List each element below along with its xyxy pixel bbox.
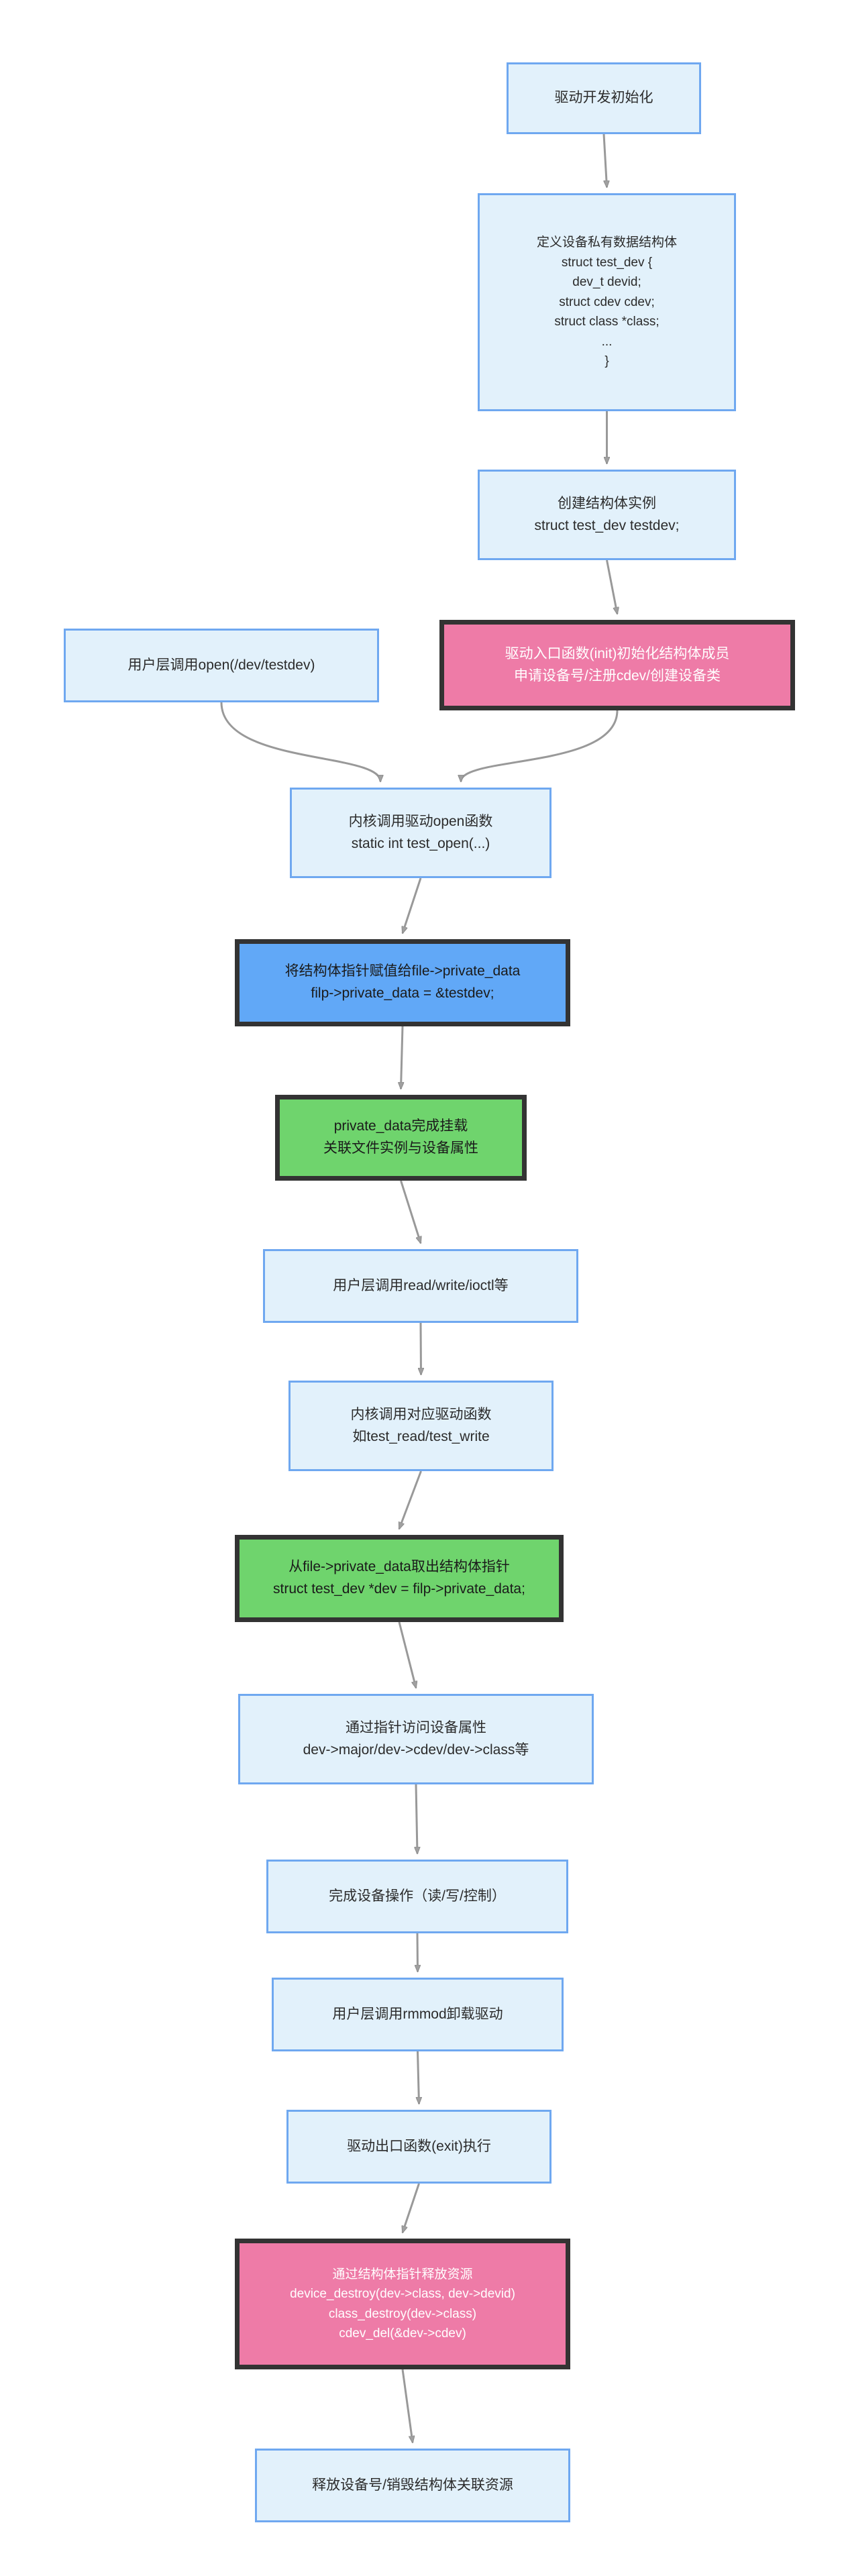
flow-node-n9[interactable]: 用户层调用read/write/ioctl等 — [263, 1249, 578, 1323]
flow-node-n7[interactable]: 将结构体指针赋值给file->private_data filp->private… — [235, 939, 570, 1026]
flow-node-n2[interactable]: 定义设备私有数据结构体 struct test_dev { dev_t devid;… — [478, 193, 736, 411]
flow-edge-n6-to-n7 — [403, 877, 422, 933]
flow-edge-n10-to-n11 — [398, 1470, 422, 1529]
flow-edge-n4-to-n6 — [220, 702, 380, 782]
flow-node-n6-line-1: static int test_open(...) — [351, 835, 490, 851]
flow-node-n14-line-0: 用户层调用rmmod卸载驱动 — [332, 2006, 503, 2022]
flow-edge-n12-to-n13 — [416, 1784, 417, 1854]
flow-edge-n7-to-n8 — [401, 1026, 403, 1089]
flow-edge-n13-to-n14 — [417, 1933, 418, 1972]
flow-node-n16-line-3: cdev_del(&dev->cdev) — [339, 2326, 466, 2341]
flow-node-n2-line-4: struct class *class; — [554, 315, 660, 329]
flow-node-n2-line-1: struct test_dev { — [561, 255, 653, 270]
flow-node-n10[interactable]: 内核调用对应驱动函数如test_read/test_write — [288, 1381, 554, 1471]
flow-node-n8-line-0: private_data完成挂载 — [333, 1118, 468, 1134]
flow-node-n15-line-0: 驱动出口函数(exit)执行 — [347, 2138, 491, 2154]
flow-node-n2-line-5: ... — [601, 334, 613, 349]
flow-node-n4-line-0: 用户层调用open(/dev/testdev) — [127, 657, 315, 673]
flow-node-n16-line-1: device_destroy(dev->class, dev->devid) — [290, 2287, 515, 2302]
flow-node-n17[interactable]: 释放设备号/销毁结构体关联资源 — [255, 2449, 570, 2522]
flow-node-n2-line-2: dev_t devid; — [572, 275, 641, 290]
flow-edge-n11-to-n12 — [398, 1621, 416, 1688]
flow-node-n13-line-0: 完成设备操作（读/写/控制） — [329, 1888, 506, 1904]
flow-edge-n16-to-n17 — [401, 2369, 413, 2443]
flow-node-n17-line-0: 释放设备号/销毁结构体关联资源 — [312, 2477, 513, 2493]
flow-edge-n3-to-n5 — [606, 559, 618, 614]
flow-node-n8[interactable]: private_data完成挂载关联文件实例与设备属性 — [275, 1095, 527, 1181]
flow-node-n15[interactable]: 驱动出口函数(exit)执行 — [286, 2110, 551, 2184]
flow-node-n12-line-0: 通过指针访问设备属性 — [346, 1719, 486, 1735]
flow-node-n7-line-1: filp->private_data = &testdev; — [311, 985, 494, 1001]
flow-node-n6-line-0: 内核调用驱动open函数 — [348, 813, 493, 829]
flow-node-n10-line-0: 内核调用对应驱动函数 — [350, 1406, 492, 1422]
flow-node-n10-line-1: 如test_read/test_write — [352, 1428, 490, 1444]
flow-node-n2-line-0: 定义设备私有数据结构体 — [536, 235, 677, 250]
flow-node-n2-line-6: } — [604, 354, 609, 369]
flow-node-n1[interactable]: 驱动开发初始化 — [507, 62, 701, 134]
flow-node-n7-line-0: 将结构体指针赋值给file->private_data — [284, 963, 521, 979]
flow-edge-n15-to-n16 — [403, 2183, 420, 2233]
flow-node-n5-line-0: 驱动入口函数(init)初始化结构体成员 — [505, 645, 730, 661]
flow-node-n12-line-1: dev->major/dev->cdev/dev->class等 — [303, 1741, 529, 1758]
flow-node-n8-line-1: 关联文件实例与设备属性 — [323, 1140, 478, 1156]
flow-node-n3-line-1: struct test_dev testdev; — [534, 517, 680, 533]
flow-edge-n5-to-n6 — [461, 710, 619, 782]
flow-node-n11-line-0: 从file->private_data取出结构体指针 — [288, 1559, 510, 1575]
flow-node-n16-line-0: 通过结构体指针释放资源 — [332, 2267, 473, 2282]
flow-node-n16-line-2: class_destroy(dev->class) — [328, 2306, 477, 2321]
flow-node-n5[interactable]: 驱动入口函数(init)初始化结构体成员申请设备号/注册cdev/创建设备类 — [439, 620, 795, 710]
flow-node-n1-line-0: 驱动开发初始化 — [554, 90, 653, 106]
flow-node-n2-line-3: struct cdev cdev; — [559, 294, 655, 309]
flow-node-n3-line-0: 创建结构体实例 — [558, 495, 656, 511]
flow-node-n4[interactable]: 用户层调用open(/dev/testdev) — [64, 629, 379, 702]
flow-node-n14[interactable]: 用户层调用rmmod卸载驱动 — [272, 1978, 564, 2051]
flow-edge-n14-to-n15 — [418, 2051, 419, 2104]
flow-node-n6[interactable]: 内核调用驱动open函数 static int test_open(...) — [290, 788, 551, 878]
flow-node-n13[interactable]: 完成设备操作（读/写/控制） — [266, 1860, 568, 1933]
flow-node-n9-line-0: 用户层调用read/write/ioctl等 — [333, 1277, 509, 1293]
flow-node-n11-line-1: struct test_dev *dev = filp->private_dat… — [273, 1581, 525, 1597]
flow-edge-n8-to-n9 — [400, 1180, 421, 1243]
flow-node-n3[interactable]: 创建结构体实例 struct test_dev testdev; — [478, 470, 736, 560]
flow-node-n12[interactable]: 通过指针访问设备属性 dev->major/dev->cdev/dev->clas… — [238, 1694, 594, 1784]
flow-node-n16[interactable]: 通过结构体指针释放资源 device_destroy(dev->class, de… — [235, 2239, 570, 2369]
flow-node-n5-line-1: 申请设备号/注册cdev/创建设备类 — [513, 667, 721, 684]
flow-edge-n1-to-n2 — [602, 133, 607, 187]
